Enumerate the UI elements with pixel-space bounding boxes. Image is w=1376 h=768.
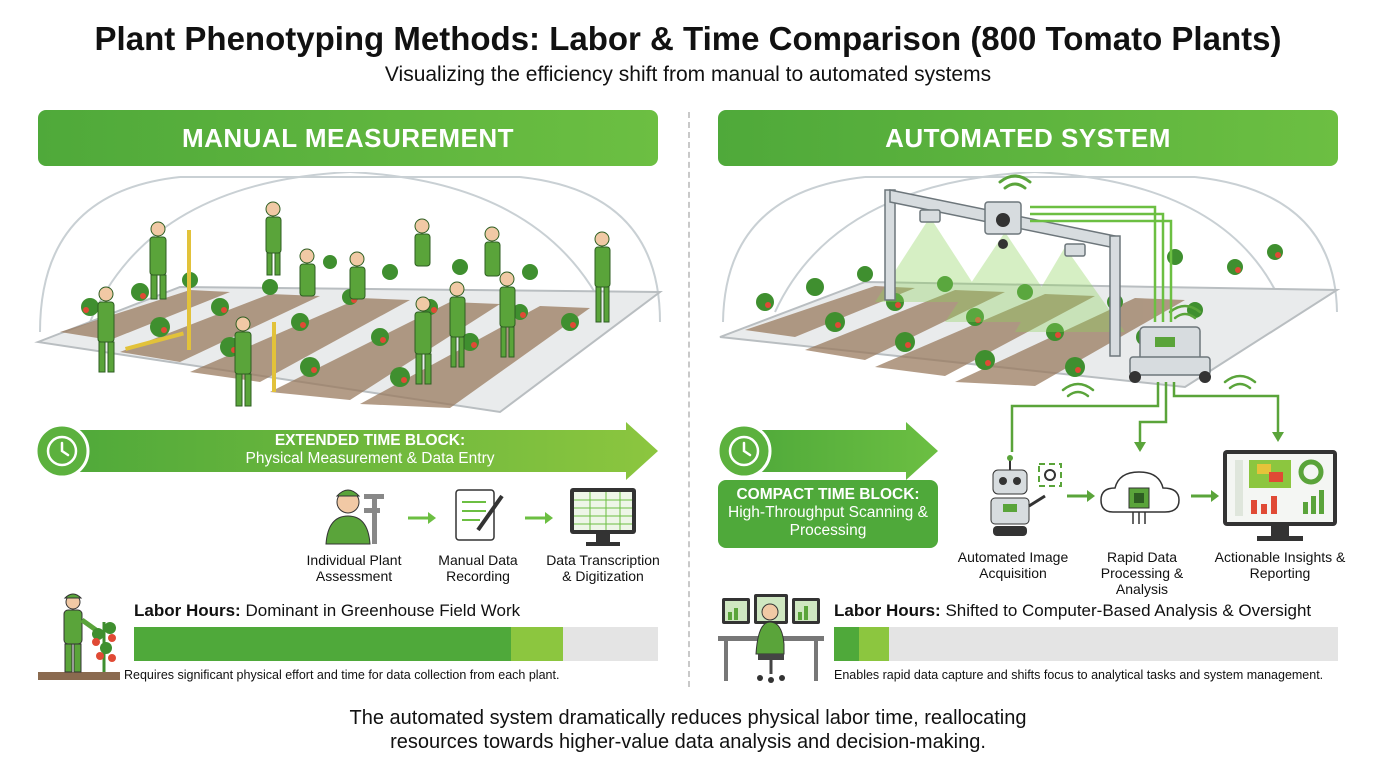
manual-time-block-arrow [36,422,658,480]
analyst-at-workstation-icon [718,594,824,683]
automated-steps-icons [990,450,1337,541]
automated-header: AUTOMATED SYSTEM [718,110,1338,166]
spreadsheet-monitor-icon [570,488,636,546]
conclusion-text: The automated system dramatically reduce… [0,706,1376,754]
automated-step-1-label: Automated Image Acquisition [957,549,1069,581]
manual-step-1-label: Individual Plant Assessment [306,552,402,584]
automated-data-flow-arrows [1010,374,1284,452]
manual-time-block-text: Physical Measurement & Data Entry [245,450,495,467]
worker-caliper-icon [325,489,384,545]
cloud-chip-icon [1100,471,1180,524]
automated-labor-bar [834,627,1338,661]
page-title: Plant Phenotyping Methods: Labor & Time … [94,20,1282,57]
notepad-pen-icon [455,489,504,541]
automated-time-block-arrow [718,422,938,480]
manual-greenhouse-illustration [34,172,663,414]
manual-labor-bar-office [511,627,563,661]
conclusion-text-body: The automated system dramatically reduce… [349,707,1027,753]
manual-labor-bar-field [134,627,511,661]
manual-labor-hours: Labor Hours: Dominant in Greenhouse Fiel… [134,601,520,621]
automated-greenhouse-illustration [719,172,1341,389]
automated-step-3-label: Actionable Insights & Reporting [1214,549,1346,581]
automated-labor-text: Shifted to Computer-Based Analysis & Ove… [945,601,1312,620]
manual-time-block-title: EXTENDED TIME BLOCK: [274,432,466,449]
robot-camera-icon [990,455,1062,536]
center-divider [688,112,690,687]
manual-steps-icons [325,488,636,546]
automated-time-block-title: COMPACT TIME BLOCK: [736,486,920,503]
manual-labor-label: Labor Hours: [134,601,241,620]
manual-labor-text: Dominant in Greenhouse Field Work [245,601,521,620]
automated-time-block-text: High-Throughput Scanning & Processing [728,504,928,539]
automated-time-block: COMPACT TIME BLOCK: High-Throughput Scan… [718,480,938,548]
manual-header: MANUAL MEASUREMENT [38,110,658,166]
dashboard-monitor-icon [1223,450,1337,541]
automated-labor-bar-office [859,627,889,661]
worker-tending-plant-icon [38,593,120,680]
manual-time-block: EXTENDED TIME BLOCK: Physical Measuremen… [180,432,560,468]
automated-labor-bar-field [834,627,859,661]
page-subtitle: Visualizing the efficiency shift from ma… [384,63,992,86]
manual-step-2-label: Manual Data Recording [438,552,518,584]
automated-labor-label: Labor Hours: [834,601,941,620]
automated-step-2-label: Rapid Data Processing & Analysis [1100,549,1184,597]
automated-note: Enables rapid data capture and shifts fo… [834,668,1324,682]
automated-labor-hours: Labor Hours: Shifted to Computer-Based A… [834,601,1311,621]
manual-labor-bar [134,627,658,661]
manual-note: Requires significant physical effort and… [124,668,560,682]
manual-step-3-label: Data Transcription & Digitization [546,552,660,584]
